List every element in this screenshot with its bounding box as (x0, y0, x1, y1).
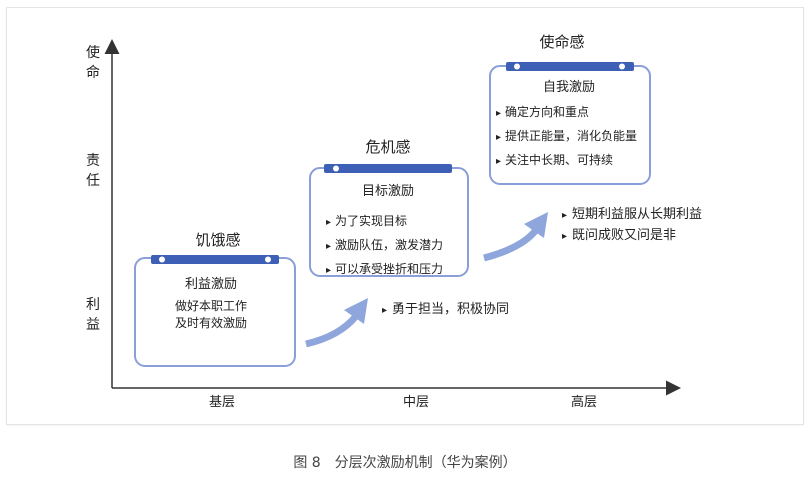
card-3-subtitle: 自我激励 (542, 80, 596, 95)
middle-note: 勇于担当，积极协同 (382, 300, 509, 321)
y-label-mission-1: 使 (86, 45, 100, 61)
card-2-bullet: 可以承受挫折和压力 (326, 258, 443, 282)
high-note: 短期利益服从长期利益 既问成败又问是非 (562, 205, 702, 247)
card-1-bar (151, 255, 279, 264)
arrow-1-shaft (305, 313, 359, 348)
card-2-title: 危机感 (365, 138, 411, 156)
x-label-high: 高层 (570, 395, 598, 410)
card-2-bullets: 为了实现目标 激励队伍，激发潜力 可以承受挫折和压力 (326, 210, 443, 282)
card-2-subtitle: 目标激励 (361, 184, 415, 199)
middle-note-line: 勇于担当，积极协同 (382, 300, 509, 321)
card-2-bar (324, 164, 452, 173)
figure-caption: 图 8 分层次激励机制（华为案例） (293, 455, 517, 471)
card-1-bar-dot-left (159, 256, 165, 263)
high-note-line: 短期利益服从长期利益 (562, 205, 702, 226)
card-3-bar-dot-left (514, 63, 520, 70)
card-3-bar (506, 62, 634, 71)
card-1-title: 饥饿感 (195, 231, 241, 249)
card-1-body-line: 及时有效激励 (174, 316, 248, 330)
card-3-bullet: 确定方向和重点 (496, 101, 637, 125)
y-label-benefit-1: 利 (86, 297, 100, 313)
y-label-benefit-2: 益 (86, 317, 100, 333)
x-label-middle: 中层 (402, 395, 430, 410)
x-label-base: 基层 (208, 395, 236, 410)
card-3-bullet: 关注中长期、可持续 (496, 149, 637, 173)
card-3-bullets: 确定方向和重点 提供正能量，消化负能量 关注中长期、可持续 (496, 101, 637, 173)
card-3-bullet: 提供正能量，消化负能量 (496, 125, 637, 149)
card-1-body: 做好本职工作 及时有效激励 (175, 298, 247, 332)
card-1-subtitle: 利益激励 (184, 277, 238, 292)
y-label-duty-2: 任 (86, 173, 100, 189)
card-1-bar-dot-right (265, 256, 271, 263)
card-2-bullet: 为了实现目标 (326, 210, 443, 234)
arrow-1-head (344, 298, 368, 324)
card-2-bar-dot-left (333, 165, 339, 172)
card-3-title: 使命感 (539, 33, 585, 51)
y-label-duty-1: 责 (86, 153, 100, 169)
y-label-mission-2: 命 (86, 65, 100, 81)
card-3-bar-dot-right (619, 63, 625, 70)
high-note-line: 既问成败又问是非 (562, 226, 702, 247)
card-2-bullet: 激励队伍，激发潜力 (326, 234, 443, 258)
arrow-2-shaft (483, 227, 539, 262)
arrow-2-head (524, 212, 548, 238)
card-1-body-line: 做好本职工作 (174, 299, 248, 313)
